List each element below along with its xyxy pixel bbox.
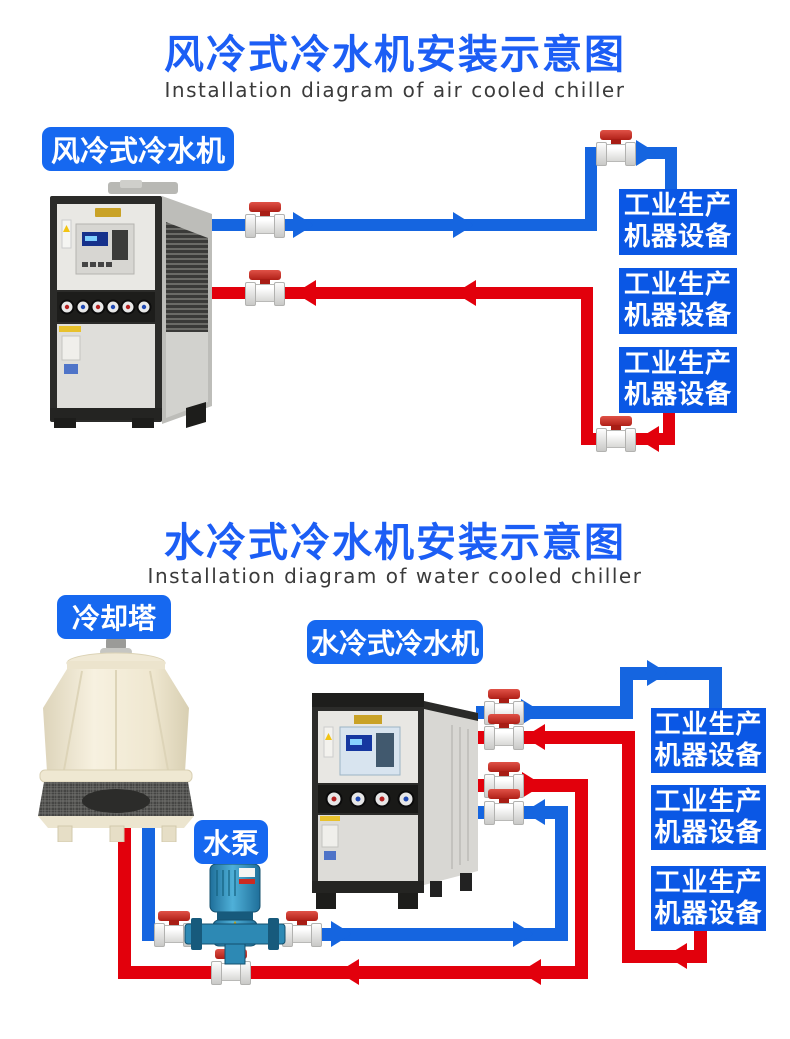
water-section-subtitle: Installation diagram of water cooled chi… xyxy=(147,564,643,588)
equipment-box-line1: 工业生产 xyxy=(654,709,763,740)
pump-discharge-pipe-riser xyxy=(555,806,568,941)
equipment-box-line2: 机器设备 xyxy=(654,898,763,929)
cooling-tower-label: 冷却塔 xyxy=(57,595,171,639)
flow-arrow-icon xyxy=(522,772,543,798)
water-chiller-label: 水冷式冷水机 xyxy=(307,620,483,664)
tower-inlet-leg xyxy=(118,824,131,979)
water-supply-pipe-drop xyxy=(709,667,722,709)
equipment-box-line1: 工业生产 xyxy=(623,191,732,221)
equipment-box-line1: 工业生产 xyxy=(623,270,732,300)
tower-supply-pipe-drop xyxy=(575,779,588,979)
flow-arrow-icon xyxy=(455,280,476,306)
pump-illustration xyxy=(184,856,286,965)
equipment-box-line1: 工业生产 xyxy=(623,349,732,379)
flow-arrow-icon xyxy=(636,140,657,166)
flow-arrow-icon xyxy=(521,699,542,725)
flow-arrow-icon xyxy=(524,799,545,825)
flow-arrow-icon xyxy=(293,212,314,238)
ball-valve-icon xyxy=(245,270,285,306)
flow-arrow-icon xyxy=(524,724,545,750)
water-return-pipe-riser xyxy=(622,731,635,963)
ball-valve-icon xyxy=(484,689,524,725)
industrial-equipment-box: 工业生产 机器设备 xyxy=(651,866,766,931)
industrial-equipment-box: 工业生产 机器设备 xyxy=(619,189,737,255)
flow-arrow-icon xyxy=(647,660,668,686)
equipment-box-line2: 机器设备 xyxy=(623,222,732,252)
air-cooled-chiller-image xyxy=(48,180,216,428)
ball-valve-icon xyxy=(245,202,285,238)
equipment-box-line2: 机器设备 xyxy=(623,301,732,331)
equipment-box-line1: 工业生产 xyxy=(654,867,763,898)
water-supply-pipe-riser xyxy=(620,667,633,719)
flow-arrow-icon xyxy=(453,212,474,238)
ball-valve-icon xyxy=(484,714,524,750)
equipment-box-line2: 机器设备 xyxy=(654,817,763,848)
tower-outlet-leg xyxy=(142,824,155,941)
ball-valve-icon xyxy=(282,911,322,947)
water-section-title: 水冷式冷水机安装示意图 xyxy=(164,520,626,566)
air-return-pipe-riser xyxy=(581,287,593,445)
industrial-equipment-box: 工业生产 机器设备 xyxy=(619,347,737,413)
air-chiller-label: 风冷式冷水机 xyxy=(42,127,234,171)
flow-arrow-icon xyxy=(338,959,359,985)
cooling-tower-illustration xyxy=(38,637,194,843)
pump-image xyxy=(183,856,287,998)
flow-arrow-icon xyxy=(331,921,352,947)
ball-valve-icon xyxy=(484,789,524,825)
flow-arrow-icon xyxy=(295,280,316,306)
water-supply-pipe-top-run xyxy=(620,667,722,680)
equipment-box-line2: 机器设备 xyxy=(623,380,732,410)
industrial-equipment-box: 工业生产 机器设备 xyxy=(651,708,766,773)
flow-arrow-icon xyxy=(666,943,687,969)
air-return-pipe-drop xyxy=(663,413,675,445)
air-section-subtitle: Installation diagram of air cooled chill… xyxy=(164,78,626,102)
water-cooled-chiller-illustration xyxy=(312,693,478,909)
industrial-equipment-box: 工业生产 机器设备 xyxy=(651,785,766,850)
flow-arrow-icon xyxy=(513,921,534,947)
pump-label: 水泵 xyxy=(194,820,268,864)
equipment-box-line1: 工业生产 xyxy=(654,786,763,817)
water-cooled-chiller-image xyxy=(310,675,480,915)
water-return-pipe-drop xyxy=(694,931,707,963)
ball-valve-icon xyxy=(596,416,636,452)
ball-valve-icon xyxy=(596,130,636,166)
air-section-title: 风冷式冷水机安装示意图 xyxy=(164,32,626,78)
air-supply-pipe-drop xyxy=(665,147,677,191)
air-cooled-chiller-illustration xyxy=(50,180,212,428)
cooling-tower-image xyxy=(36,636,196,843)
industrial-equipment-box: 工业生产 机器设备 xyxy=(619,268,737,334)
air-supply-pipe-riser xyxy=(585,147,597,231)
flow-arrow-icon xyxy=(638,426,659,452)
flow-arrow-icon xyxy=(520,959,541,985)
equipment-box-line2: 机器设备 xyxy=(654,740,763,771)
